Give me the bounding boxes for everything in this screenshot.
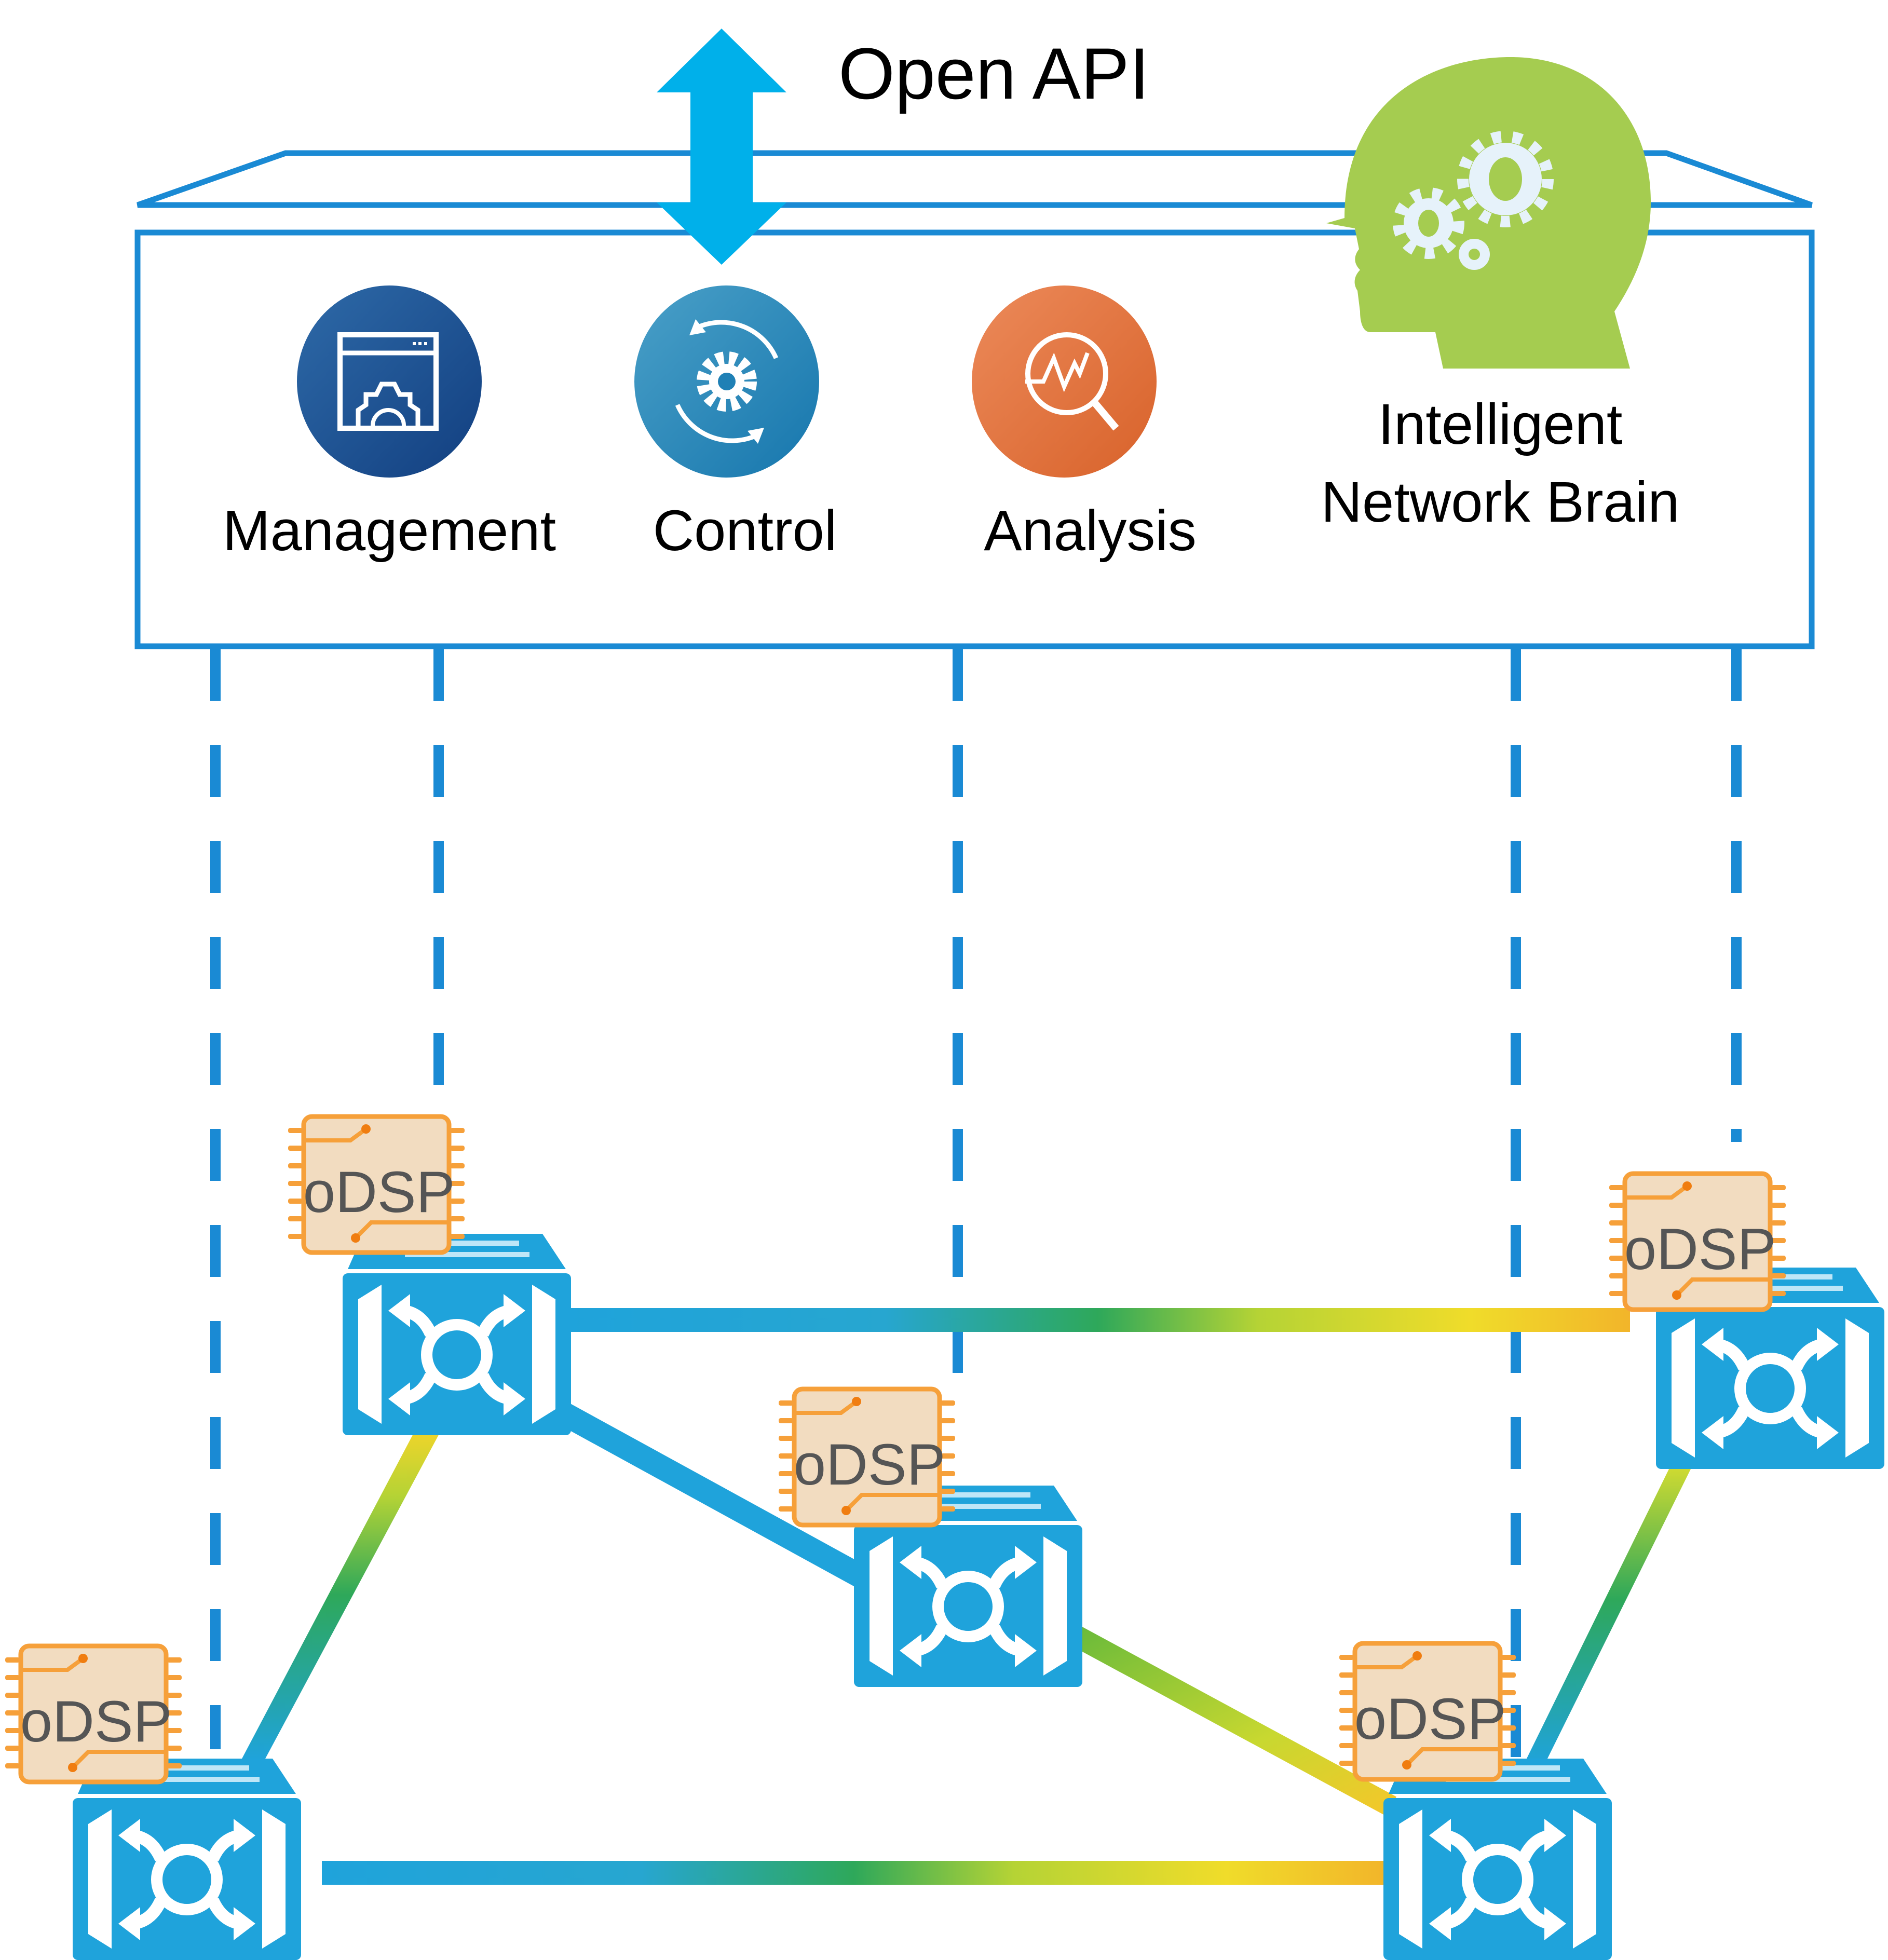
odsp-chip-3: oDSP <box>1609 1174 1786 1310</box>
switch-node-4[interactable] <box>73 1759 301 1960</box>
link-node1-node2 <box>554 1401 889 1599</box>
odsp-chip-4: oDSP <box>5 1646 182 1782</box>
network-links <box>241 1308 1693 1885</box>
management-module[interactable]: Management <box>223 285 556 563</box>
chip-label: oDSP <box>794 1432 946 1497</box>
control-label: Control <box>653 499 837 563</box>
chip-label: oDSP <box>303 1160 455 1224</box>
link-node1-node3 <box>566 1308 1630 1332</box>
odsp-chip-1: oDSP <box>288 1117 465 1253</box>
management-label: Management <box>223 499 556 563</box>
chip-label: oDSP <box>1624 1217 1776 1282</box>
brain-label-line1: Intelligent <box>1378 392 1623 456</box>
magnifier-chart-icon <box>1025 332 1119 431</box>
odsp-chip-5: oDSP <box>1339 1643 1516 1779</box>
control-channels <box>210 649 1742 1765</box>
link-node2-node5 <box>1069 1625 1396 1816</box>
analysis-label: Analysis <box>984 499 1197 563</box>
odsp-chip-2: oDSP <box>779 1389 955 1525</box>
control-module[interactable]: Control <box>634 285 837 563</box>
chip-label: oDSP <box>1354 1686 1506 1751</box>
link-node3-node5 <box>1524 1464 1693 1765</box>
open-api-arrow-icon <box>657 29 786 265</box>
platform-roof <box>137 150 1813 208</box>
link-node1-node4 <box>241 1430 441 1760</box>
open-api-label: Open API <box>838 33 1149 114</box>
cycle-gear-icon <box>675 319 779 444</box>
switch-node-5[interactable] <box>1383 1759 1612 1960</box>
management-icon <box>297 285 482 478</box>
odsp-chips: oDSP oDSP oDSP oDSP oDSP <box>5 1117 1786 1782</box>
analysis-module[interactable]: Analysis <box>972 285 1197 563</box>
brain-label-line2: Network Brain <box>1321 470 1680 534</box>
switch-node-1[interactable] <box>343 1234 571 1435</box>
link-node4-node5 <box>322 1861 1386 1885</box>
chip-label: oDSP <box>20 1689 172 1754</box>
window-gear-icon <box>337 332 439 431</box>
head-with-gears-icon <box>1326 57 1651 369</box>
